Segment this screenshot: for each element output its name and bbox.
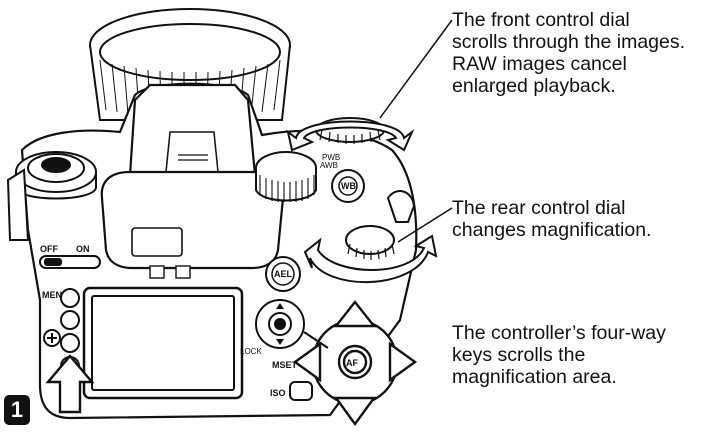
press-arrow-icon [45,354,95,414]
pwb-label: PWB [322,153,340,162]
controller-leader-line [303,331,329,349]
lcd-monitor [82,286,244,400]
exposure-mode-dial [255,151,317,202]
controller-right-arrow[interactable] [388,341,418,383]
zoom-button[interactable] [60,333,80,353]
menu-button[interactable] [60,288,80,308]
rear-dial-callout: The rear control dial changes magnificat… [452,197,652,241]
off-label: OFF [40,244,58,254]
ael-label: AEL [274,269,293,279]
rotate-arrow-icon-rear [303,234,438,284]
step-number-badge: 1 [4,395,30,425]
front-dial-leader [379,19,453,119]
rotate-arrow-icon [286,120,415,152]
wb-label: WB [341,181,356,191]
on-label: ON [76,244,90,254]
af-label: AF [346,358,358,368]
display-button[interactable] [60,310,80,330]
mset-label: MSET [272,360,298,370]
mset-iso-buttons: MSET ISO [270,360,313,401]
front-dial-callout: The front control dial scrolls through t… [452,9,686,97]
awb-label: AWB [320,161,338,170]
lock-label: LOCK [240,347,262,356]
rear-dial-leader [397,207,453,243]
front-control-dial[interactable] [286,117,415,152]
menu-label: MENU [42,290,69,300]
controller-callout: The controller’s four-way keys scrolls t… [452,322,666,388]
power-switch[interactable]: OFF ON [39,244,101,269]
controller-left-arrow[interactable] [292,341,322,383]
ael-button[interactable]: AEL [265,256,301,292]
body-multi-selector[interactable]: LOCK [240,299,305,356]
rear-control-dial[interactable] [303,225,438,284]
iso-label: ISO [270,388,286,398]
white-balance-dial: WB PWB AWB [320,153,365,203]
controller-up-arrow[interactable] [333,300,377,328]
controller-down-arrow[interactable] [333,396,377,427]
strap-lug-right [386,190,416,223]
iso-button[interactable] [289,381,313,401]
controller-four-way[interactable]: AF [292,300,418,427]
strap-lug-left [6,168,30,241]
left-mode-dial [15,151,97,200]
